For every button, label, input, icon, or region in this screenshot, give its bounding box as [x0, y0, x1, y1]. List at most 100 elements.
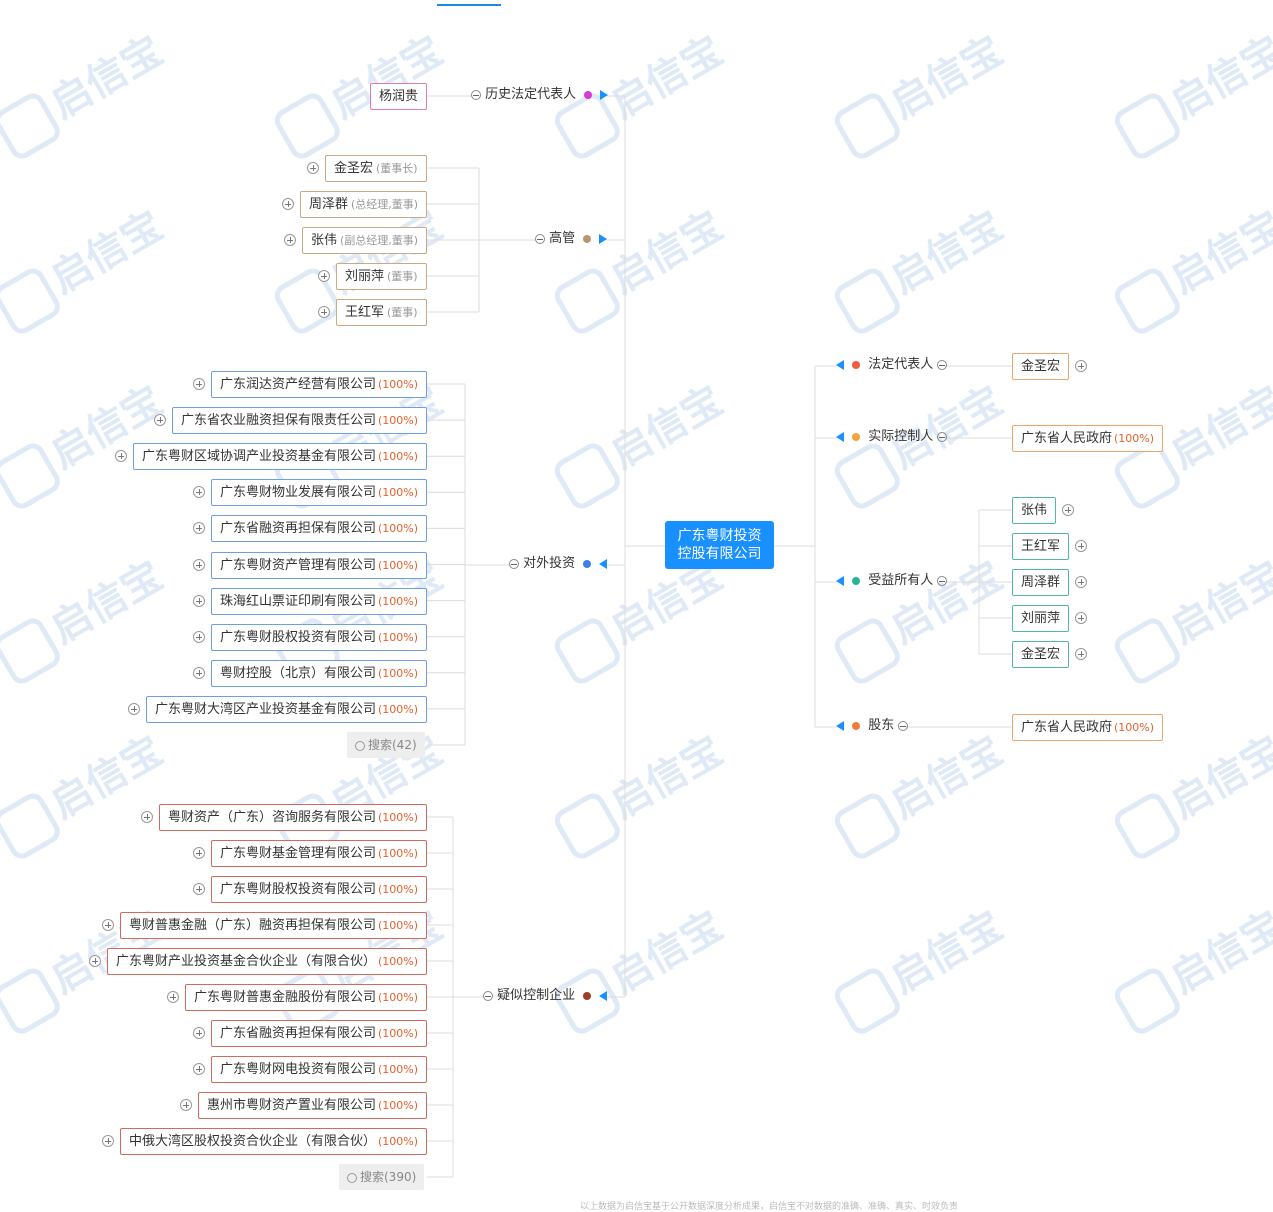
expand-plus-icon[interactable] [180, 1099, 192, 1111]
expand-plus-icon[interactable] [102, 1135, 114, 1147]
expand-plus-icon[interactable] [284, 234, 296, 246]
expand-plus-icon[interactable] [167, 991, 179, 1003]
executives-items-node[interactable]: 王红军(董事) [336, 299, 427, 326]
expand-plus-icon[interactable] [1075, 612, 1087, 624]
expand-plus-icon[interactable] [193, 1063, 205, 1075]
collapse-icon[interactable] [535, 233, 545, 244]
shareholders-items-node[interactable]: 广东省人民政府(100%) [1012, 714, 1164, 741]
investments-items-node[interactable]: 珠海红山票证印刷有限公司(100%) [211, 587, 428, 615]
collapse-icon[interactable] [937, 359, 948, 370]
history-rep-items-node[interactable]: 杨润贵 [370, 83, 428, 110]
actual-controller-items-node[interactable]: 广东省人民政府(100%) [1012, 425, 1164, 452]
executives-items-node[interactable]: 刘丽萍(董事) [336, 263, 427, 290]
collapse-icon[interactable] [898, 720, 909, 731]
node-percentage: (100%) [378, 522, 419, 536]
expand-plus-icon[interactable] [282, 198, 294, 210]
collapse-icon[interactable] [471, 89, 481, 100]
controlled-items-node[interactable]: 广东粤财网电投资有限公司(100%) [211, 1056, 428, 1083]
expand-plus-icon[interactable] [1075, 540, 1087, 552]
investments-items-node[interactable]: 广东粤财股权投资有限公司(100%) [211, 623, 428, 651]
node-name: 粤财控股（北京）有限公司 [220, 665, 377, 681]
node-name: 杨润贵 [379, 89, 419, 104]
controlled-items-node[interactable]: 中俄大湾区股权投资合伙企业（有限合伙）(100%) [120, 1128, 428, 1155]
branch-beneficiaries[interactable]: 受益所有人 [836, 571, 948, 591]
controlled-items-node[interactable]: 粤财资产（广东）咨询服务有限公司(100%) [159, 804, 428, 831]
expand-plus-icon[interactable] [193, 558, 205, 571]
expand-plus-icon[interactable] [115, 450, 127, 463]
node-name: 广东省融资再担保有限公司 [220, 521, 377, 537]
branch-legal-rep[interactable]: 法定代表人 [836, 355, 948, 375]
investments-items-node[interactable]: 广东粤财物业发展有限公司(100%) [211, 479, 428, 507]
investments-items-node[interactable]: 粤财控股（北京）有限公司(100%) [211, 659, 428, 687]
controlled-items-node[interactable]: 广东粤财基金管理有限公司(100%) [211, 840, 428, 867]
expand-plus-icon[interactable] [102, 919, 114, 931]
expand-arrow-icon[interactable] [599, 233, 608, 244]
collapse-arrow-icon[interactable] [836, 431, 844, 442]
controlled-search-button[interactable]: 搜索(390) [339, 1164, 425, 1190]
investments-items-node[interactable]: 广东粤财区域协调产业投资基金有限公司(100%) [133, 443, 428, 471]
branch-investments[interactable]: 对外投资 [509, 554, 608, 574]
center-company-name-line2: 控股有限公司 [677, 546, 762, 562]
beneficiaries-items-node[interactable]: 刘丽萍 [1012, 605, 1070, 632]
branch-executives[interactable]: 高管 [535, 229, 608, 249]
controlled-items-node[interactable]: 广东粤财普惠金融股份有限公司(100%) [185, 984, 428, 1011]
expand-plus-icon[interactable] [193, 594, 205, 607]
expand-plus-icon[interactable] [307, 162, 319, 174]
collapse-arrow-icon[interactable] [836, 359, 844, 370]
beneficiaries-items-node[interactable]: 金圣宏 [1012, 641, 1070, 668]
expand-plus-icon[interactable] [141, 811, 153, 823]
investments-items-node[interactable]: 广东润达资产经营有限公司(100%) [211, 371, 428, 398]
expand-plus-icon[interactable] [318, 306, 330, 318]
controlled-items-node[interactable]: 惠州市粤财资产置业有限公司(100%) [198, 1092, 428, 1119]
controlled-items-node[interactable]: 广东粤财股权投资有限公司(100%) [211, 876, 428, 903]
center-company-node[interactable]: 广东粤财投资 控股有限公司 [665, 521, 774, 569]
branch-shareholders[interactable]: 股东 [836, 716, 909, 736]
expand-plus-icon[interactable] [193, 630, 205, 643]
executives-items-node[interactable]: 金圣宏(董事长) [325, 155, 427, 182]
expand-plus-icon[interactable] [193, 486, 205, 499]
executives-items-node[interactable]: 周泽群(总经理,董事) [300, 191, 428, 218]
executives-items-node[interactable]: 张伟(副总经理,董事) [302, 227, 428, 254]
node-name: 广东粤财基金管理有限公司 [220, 846, 377, 861]
beneficiaries-items-node[interactable]: 王红军 [1012, 533, 1070, 560]
branch-history-legal-rep[interactable]: 历史法定代表人 [471, 85, 609, 105]
node-name: 刘丽萍 [345, 269, 385, 284]
collapse-arrow-icon[interactable] [599, 558, 608, 569]
expand-plus-icon[interactable] [193, 378, 205, 390]
investments-items-node[interactable]: 广东粤财资产管理有限公司(100%) [211, 551, 428, 579]
node-percentage: (100%) [378, 666, 419, 680]
beneficiaries-items-node[interactable]: 周泽群 [1012, 569, 1070, 596]
expand-plus-icon[interactable] [193, 522, 205, 535]
expand-plus-icon[interactable] [1062, 504, 1074, 516]
expand-plus-icon[interactable] [154, 414, 166, 427]
controlled-items-node[interactable]: 粤财普惠金融（广东）融资再担保有限公司(100%) [120, 912, 428, 939]
collapse-arrow-icon[interactable] [599, 990, 608, 1001]
investments-search-button[interactable]: 搜索(42) [347, 732, 425, 758]
expand-plus-icon[interactable] [1075, 576, 1087, 588]
investments-items-node[interactable]: 广东粤财大湾区产业投资基金有限公司(100%) [146, 695, 428, 723]
investments-items-node[interactable]: 广东省农业融资担保有限责任公司(100%) [172, 407, 428, 435]
expand-plus-icon[interactable] [193, 883, 205, 895]
expand-plus-icon[interactable] [1075, 648, 1087, 660]
collapse-icon[interactable] [483, 990, 493, 1001]
expand-plus-icon[interactable] [318, 270, 330, 282]
branch-actual-controller[interactable]: 实际控制人 [836, 427, 948, 447]
expand-plus-icon[interactable] [193, 847, 205, 859]
expand-plus-icon[interactable] [89, 955, 101, 967]
expand-plus-icon[interactable] [128, 702, 140, 715]
investments-items-node[interactable]: 广东省融资再担保有限公司(100%) [211, 515, 428, 543]
expand-arrow-icon[interactable] [600, 89, 609, 100]
expand-plus-icon[interactable] [193, 1027, 205, 1039]
collapse-arrow-icon[interactable] [836, 575, 844, 586]
collapse-icon[interactable] [509, 558, 519, 569]
expand-plus-icon[interactable] [1075, 360, 1087, 372]
controlled-items-node[interactable]: 广东省融资再担保有限公司(100%) [211, 1020, 428, 1047]
collapse-icon[interactable] [937, 575, 948, 586]
branch-controlled-companies[interactable]: 疑似控制企业 [483, 986, 608, 1006]
controlled-items-node[interactable]: 广东粤财产业投资基金合伙企业（有限合伙）(100%) [107, 948, 428, 975]
beneficiaries-items-node[interactable]: 张伟 [1012, 497, 1057, 524]
collapse-icon[interactable] [937, 431, 948, 442]
collapse-arrow-icon[interactable] [836, 720, 844, 731]
expand-plus-icon[interactable] [193, 666, 205, 679]
legal-rep-items-node[interactable]: 金圣宏 [1012, 353, 1070, 380]
